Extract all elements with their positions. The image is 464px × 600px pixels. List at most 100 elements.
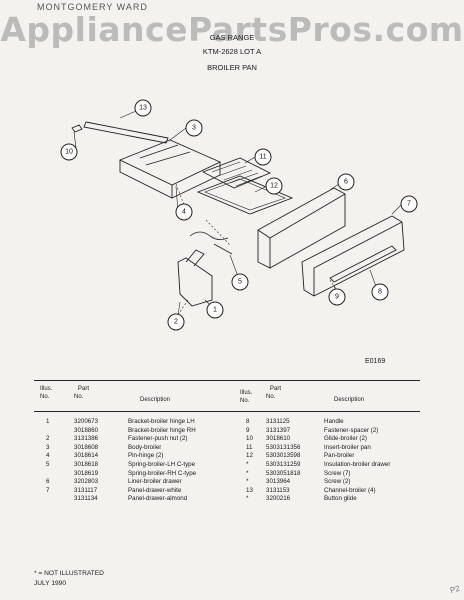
- drawer-liner-part: [257, 187, 346, 239]
- table-header: Illus. No. Part No. Description Illus. N…: [34, 381, 420, 412]
- right-row-6-part: 5303051818: [266, 469, 301, 477]
- right-row-0-desc: Handle: [324, 418, 344, 425]
- right-row-9-part: 3200216: [266, 495, 291, 503]
- callout-9: 9: [328, 288, 346, 306]
- svg-text:8: 8: [378, 289, 382, 296]
- callout-4: 4: [175, 203, 193, 221]
- col-header-part-right: Part: [270, 386, 282, 392]
- broiler-pan-part: [196, 175, 294, 215]
- left-row-1-part: 3018860: [74, 426, 99, 434]
- callout-2: 2: [167, 313, 185, 331]
- svg-text:6: 6: [344, 179, 348, 186]
- callout-6: 6: [337, 173, 355, 191]
- broiler-body-part: [118, 139, 222, 186]
- col-header-illus-no: No.: [40, 394, 50, 400]
- left-row-0-desc: Bracket-broiler hinge LH: [128, 418, 195, 425]
- right-row-0-part: 3131125: [266, 418, 290, 425]
- brand-header: MONTGOMERY WARD: [37, 2, 148, 12]
- left-row-6-part: 3018619: [74, 469, 99, 477]
- svg-text:13: 13: [139, 105, 147, 112]
- svg-text:9: 9: [335, 294, 339, 301]
- callout-8: 8: [371, 283, 389, 301]
- corner-mark: P2: [449, 583, 461, 596]
- left-row-7-illus: 6: [46, 478, 50, 486]
- right-row-9-desc: Button glide: [324, 495, 357, 503]
- left-row-0-illus: 1: [46, 418, 50, 425]
- right-row-6-illus: *: [246, 469, 249, 477]
- right-row-4-part: 5303013598: [266, 452, 301, 460]
- right-row-2-part: 3018610: [266, 435, 291, 443]
- left-row-0-part: 3200673: [74, 418, 99, 425]
- left-row-8-part: 3131117: [74, 486, 98, 494]
- channel-part: [83, 121, 169, 144]
- watermark: AppliancePartsPros.com: [0, 10, 464, 49]
- left-row-5-desc: Spring-broiler-LH C-type: [128, 461, 196, 468]
- left-row-4-part: 3018614: [74, 452, 99, 460]
- callout-5: 5: [231, 273, 249, 291]
- drawer-panel-part: [301, 215, 405, 297]
- handle-part: [329, 245, 397, 283]
- left-row-3-illus: 3: [46, 443, 50, 451]
- svg-text:11: 11: [259, 154, 266, 161]
- header-appliance-type: GAS RANGE: [209, 33, 255, 42]
- right-row-9-illus: *: [246, 495, 249, 503]
- col-header-part: Part: [78, 386, 90, 392]
- right-row-7-illus: *: [246, 478, 249, 486]
- header-section-title: BROILER PAN: [207, 63, 257, 72]
- svg-text:12: 12: [270, 183, 278, 190]
- callout-1: 1: [206, 301, 224, 319]
- col-header-illus: Illus.: [40, 386, 53, 392]
- right-row-2-illus: 10: [246, 435, 253, 443]
- col-header-description-right: Description: [334, 397, 365, 403]
- left-row-6-desc: Spring-broiler-RH C-type: [128, 469, 197, 477]
- hinge-bracket-part: [177, 257, 213, 307]
- svg-text:2: 2: [174, 319, 178, 326]
- right-row-5-illus: *: [246, 461, 249, 468]
- left-row-8-desc: Panel-drawer-white: [128, 486, 182, 494]
- col-header-illus-right: Illus.: [240, 390, 253, 396]
- right-row-1-illus: 9: [246, 426, 250, 434]
- right-row-7-desc: Screw (2): [324, 478, 351, 486]
- left-row-5-part: 3018618: [74, 461, 99, 468]
- svg-text:1: 1: [213, 307, 217, 314]
- left-row-3-part: 3018608: [74, 443, 99, 451]
- glide-part: [71, 124, 83, 133]
- figure-code: E0169: [365, 358, 386, 365]
- left-row-3-desc: Body-broiler: [128, 443, 162, 451]
- col-header-illus-no-right: No.: [240, 398, 250, 404]
- svg-text:5: 5: [238, 279, 242, 286]
- right-row-5-desc: Insulation-broiler drawer: [324, 461, 391, 468]
- right-row-0-illus: 8: [246, 418, 250, 425]
- svg-text:3: 3: [192, 125, 196, 132]
- right-row-5-part: 5303131259: [266, 461, 301, 468]
- svg-text:7: 7: [407, 201, 411, 208]
- left-row-2-illus: 2: [46, 435, 50, 443]
- publication-date: JULY 1990: [34, 580, 67, 587]
- callout-11: 11: [254, 148, 272, 166]
- right-row-2-desc: Glide-broiler (2): [324, 435, 367, 443]
- header-model-number: KTM-2628 LOT A: [202, 47, 262, 56]
- right-row-1-desc: Fastener-spacer (2): [324, 426, 379, 434]
- parts-table: Illus. No. Part No. Description Illus. N…: [34, 380, 420, 504]
- right-row-3-illus: 11: [246, 443, 253, 451]
- left-row-9-desc: Panel-drawer-almond: [128, 495, 188, 503]
- left-row-2-desc: Fastener-push nut (2): [128, 435, 188, 443]
- left-row-4-desc: Pin-hinge (2): [128, 452, 164, 460]
- left-row-2-part: 3131386: [74, 435, 99, 443]
- left-row-1-desc: Bracket-broiler hinge RH: [128, 426, 196, 434]
- left-row-9-part: 3131134: [74, 495, 98, 503]
- left-row-4-illus: 4: [46, 452, 50, 460]
- callout-7: 7: [400, 195, 418, 213]
- left-row-7-desc: Liner-broiler drawer: [128, 478, 182, 486]
- right-row-3-part: 5303131356: [266, 443, 301, 451]
- svg-text:10: 10: [65, 149, 73, 156]
- right-row-6-desc: Screw (7): [324, 469, 351, 477]
- right-row-4-desc: Pan-broiler: [324, 452, 355, 460]
- callout-10: 10: [60, 143, 78, 161]
- right-row-4-illus: 12: [246, 452, 253, 460]
- col-header-part-no: No.: [74, 394, 84, 400]
- callout-3: 3: [185, 119, 203, 137]
- col-header-part-no-right: No.: [266, 394, 276, 400]
- callout-13: 13: [134, 99, 152, 117]
